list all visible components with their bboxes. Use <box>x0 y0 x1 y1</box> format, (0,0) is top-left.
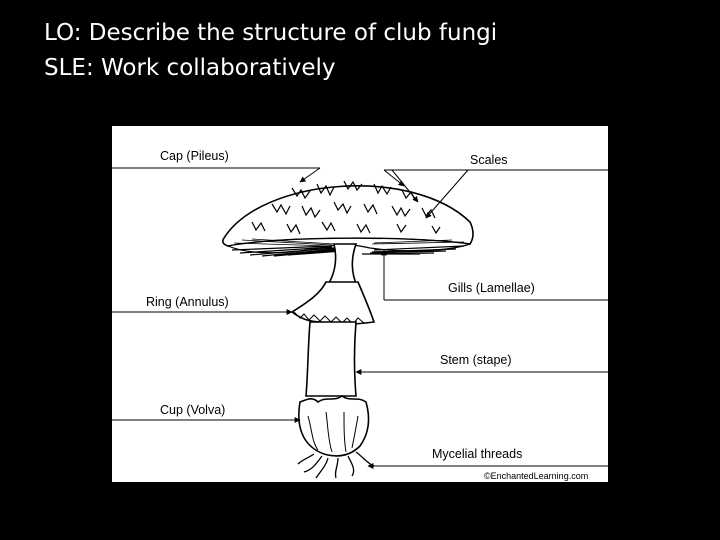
copyright-text: ©EnchantedLearning.com <box>484 471 588 481</box>
label-ring: Ring (Annulus) <box>146 295 229 309</box>
mushroom-ring <box>290 281 376 326</box>
mushroom-diagram: Cap (Pileus) Scales Gills (Lamellae) Rin… <box>112 126 608 482</box>
mushroom-volva <box>298 395 370 457</box>
label-stem: Stem (stape) <box>440 353 512 367</box>
label-scales: Scales <box>470 153 508 167</box>
label-cup: Cup (Volva) <box>160 403 225 417</box>
mushroom-illustration: Cap (Pileus) Scales Gills (Lamellae) Rin… <box>112 149 608 481</box>
label-mycelial: Mycelial threads <box>432 447 522 461</box>
skill-objective: SLE: Work collaboratively <box>44 55 336 81</box>
mushroom-cap <box>222 180 474 247</box>
mushroom-stem <box>290 243 376 397</box>
label-gills: Gills (Lamellae) <box>448 281 535 295</box>
learning-objective: LO: Describe the structure of club fungi <box>44 20 498 46</box>
label-cap: Cap (Pileus) <box>160 149 229 163</box>
label-lines <box>112 167 608 469</box>
